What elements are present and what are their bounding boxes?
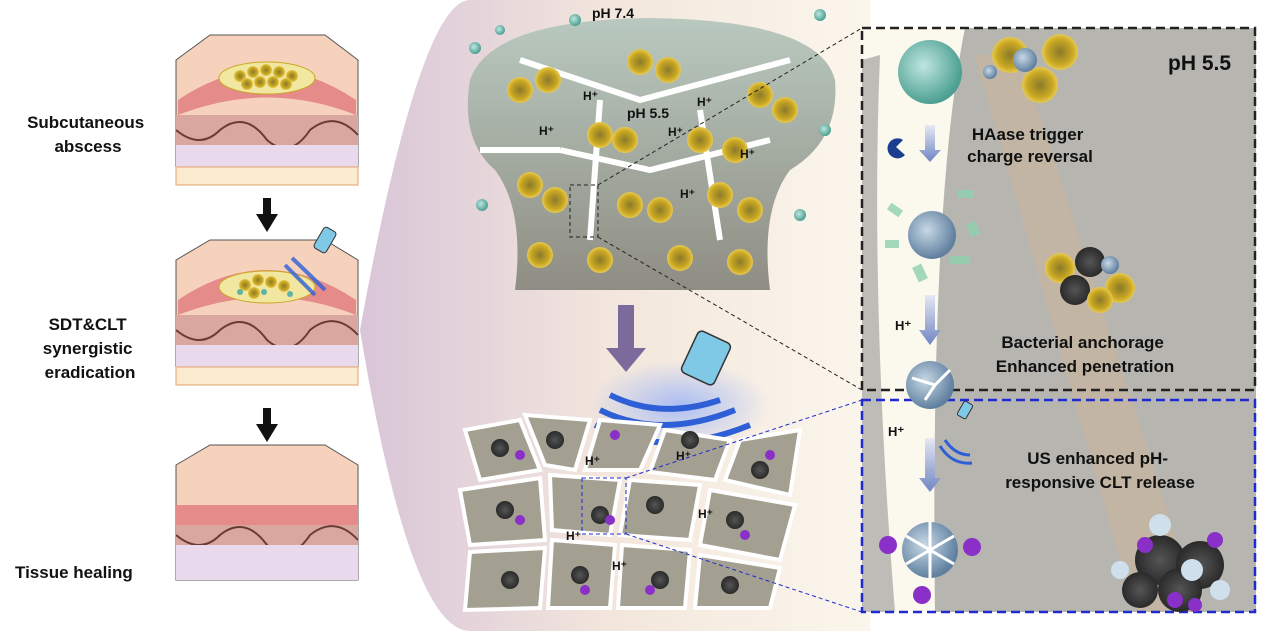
skin-section-treatment bbox=[175, 226, 359, 386]
biofilm-tissue-disrupted bbox=[457, 412, 803, 613]
svg-text:H⁺: H⁺ bbox=[676, 449, 691, 463]
proton-labels: H⁺ H⁺ H⁺ H⁺ H⁺ H⁺ bbox=[539, 89, 755, 201]
ultrasound-small-icon bbox=[938, 400, 974, 465]
svg-text:H⁺: H⁺ bbox=[566, 529, 581, 543]
nanoparticle-positive bbox=[885, 190, 981, 283]
svg-text:H⁺: H⁺ bbox=[612, 559, 627, 573]
svg-text:H⁺: H⁺ bbox=[680, 187, 695, 201]
svg-text:H⁺: H⁺ bbox=[697, 95, 712, 109]
ultrasound-probe-icon bbox=[680, 330, 732, 386]
svg-text:H⁺: H⁺ bbox=[539, 124, 554, 138]
svg-text:H⁺: H⁺ bbox=[668, 125, 683, 139]
nanoparticle-degrading bbox=[906, 361, 954, 409]
step3-proton: H⁺ bbox=[888, 424, 904, 439]
bacteria-cluster-killed bbox=[1111, 514, 1230, 612]
nanoparticle-released bbox=[879, 522, 981, 604]
ph-inner-label: pH 5.5 bbox=[627, 105, 669, 121]
ph-outer-label: pH 7.4 bbox=[592, 5, 634, 21]
skin-section-healed bbox=[175, 444, 359, 581]
step1-label: HAase trigger charge reversal bbox=[967, 125, 1093, 166]
step2-proton: H⁺ bbox=[895, 318, 911, 333]
zoom-line bbox=[597, 236, 863, 391]
disrupted-bacteria bbox=[491, 430, 775, 595]
zoom-region-marker bbox=[569, 184, 599, 238]
ph55-box bbox=[860, 26, 1257, 392]
label-subcutaneous-abscess: Subcutaneous abscess bbox=[27, 113, 149, 156]
skin-section-abscess bbox=[175, 34, 359, 186]
biofilm-tissue-before bbox=[467, 9, 836, 290]
svg-text:H⁺: H⁺ bbox=[698, 507, 713, 521]
bacteria-cluster-top bbox=[983, 34, 1078, 103]
release-box bbox=[860, 398, 1257, 614]
step2-label: Bacterial anchorage Enhanced penetration bbox=[996, 333, 1175, 376]
process-arrow bbox=[606, 305, 646, 372]
stage-arrow bbox=[256, 198, 278, 442]
label-sdt-clt-eradication: SDT&CLT synergistic eradication bbox=[43, 315, 138, 382]
step-arrow bbox=[919, 125, 941, 492]
nanoparticle-negative bbox=[898, 40, 962, 104]
label-tissue-healing: Tissue healing bbox=[15, 563, 133, 582]
bacteria-cluster-anchored bbox=[1045, 247, 1135, 313]
box-ph-label: pH 5.5 bbox=[1168, 52, 1231, 75]
svg-text:H⁺: H⁺ bbox=[583, 89, 598, 103]
proton-labels-lower: H⁺ H⁺ H⁺ H⁺ H⁺ bbox=[566, 449, 713, 573]
zoom-region-marker-lower bbox=[581, 477, 627, 535]
svg-text:H⁺: H⁺ bbox=[585, 454, 600, 468]
step3-label: US enhanced pH- responsive CLT release bbox=[1005, 449, 1195, 492]
svg-text:H⁺: H⁺ bbox=[740, 147, 755, 161]
haase-enzyme-icon bbox=[887, 138, 905, 159]
ultrasound-transducer-icon bbox=[313, 226, 337, 254]
zoom-line bbox=[597, 27, 863, 186]
